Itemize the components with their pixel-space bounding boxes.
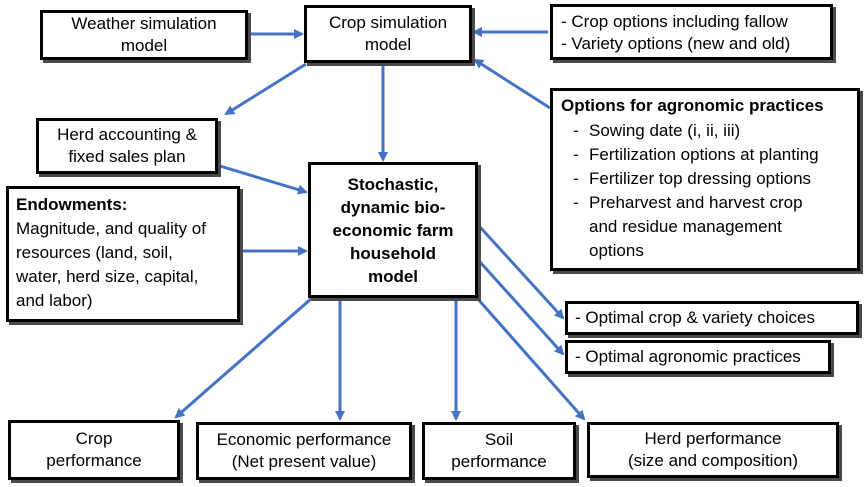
agronomic-title: Options for agronomic practices [561,96,824,115]
optimal-crop-text: - Optimal crop & variety choices [575,308,815,327]
crop-perf-line: performance [46,451,142,470]
econ-perf-line: (Net present value) [231,452,377,471]
crop-option-item: - Variety options (new and old) [561,34,791,53]
arrow-agronomic-to-crop-sim [473,58,551,110]
herd-performance-box: Herd performance (size and composition) [587,422,839,478]
soil-perf-line: performance [451,452,547,471]
crop-sim-line-2: model [364,35,412,54]
econ-perf-line: Economic performance [216,430,392,449]
model-line: Stochastic, [347,174,439,194]
model-line: economic farm [332,220,454,240]
herd-accounting-line-1: Herd accounting & [57,125,197,144]
model-line: model [367,266,419,286]
agronomic-item: Sowing date (i, ii, iii) [561,119,849,143]
agronomic-item: Fertilizer top dressing options [561,167,849,191]
optimal-crop-box: - Optimal crop & variety choices [565,301,859,335]
crop-perf-line: Crop [75,429,113,448]
arrow-crop-sim-to-herd-accounting [224,62,307,116]
herd-accounting-line-2: fixed sales plan [68,147,186,166]
agronomic-item: Fertilization options at planting [561,143,849,167]
herd-accounting-box: Herd accounting & fixed sales plan [36,118,218,174]
soil-performance-box: Soil performance [422,422,576,480]
optimal-agro-text: - Optimal agronomic practices [575,347,801,366]
endowments-line: and labor) [16,291,93,310]
model-line: dynamic bio- [340,197,446,217]
crop-options-box: - Crop options including fallow - Variet… [550,4,833,60]
farm-household-model-box: Stochastic, dynamic bio- economic farm h… [308,162,478,298]
crop-option-item: - Crop options including fallow [561,12,788,31]
arrow-model-to-optimal-crop [478,225,565,320]
arrow-model-to-herd-perf [475,297,586,421]
arrow-model-to-crop-perf [174,296,313,419]
weather-simulation-box: Weather simulation model [40,10,248,60]
economic-performance-box: Economic performance (Net present value) [196,422,412,480]
model-line: household [350,243,436,263]
crop-sim-line-1: Crop simulation [328,13,448,32]
herd-perf-line: Herd performance [644,429,782,448]
arrow-model-to-optimal-agro [478,260,565,356]
arrow-herd-accounting-to-model [219,164,308,195]
agronomic-list: Sowing date (i, ii, iii) Fertilization o… [561,119,849,263]
soil-perf-line: Soil [484,430,514,449]
crop-options-list: - Crop options including fallow - Variet… [561,11,822,55]
crop-simulation-box: Crop simulation model [304,5,472,63]
herd-perf-line: (size and composition) [627,451,799,470]
agronomic-item: Preharvest and harvest crop and residue … [561,191,829,263]
endowments-line: water, herd size, capital, [16,267,199,286]
agronomic-options-box: Options for agronomic practices Sowing d… [550,88,860,271]
optimal-agronomic-box: - Optimal agronomic practices [565,340,831,374]
endowments-line: resources (land, soil, [16,243,173,262]
endowments-box: Endowments: Magnitude, and quality of re… [6,186,240,322]
crop-performance-box: Crop performance [8,420,180,480]
weather-line-1: Weather simulation [71,14,217,33]
weather-line-2: model [120,36,168,55]
endowments-title: Endowments: [16,195,128,214]
endowments-line: Magnitude, and quality of [16,219,206,238]
